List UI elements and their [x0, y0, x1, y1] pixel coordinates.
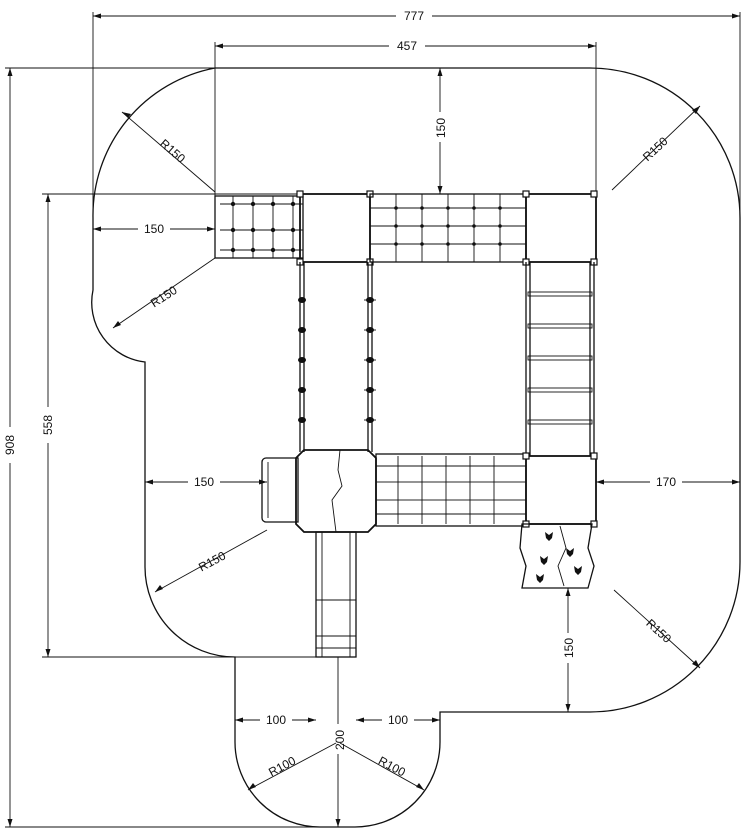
bottom-right-label: 150 — [562, 638, 576, 658]
climbing-wall — [519, 523, 595, 589]
safety-zone-outline — [91, 67, 741, 828]
radius-lower-left-label: R150 — [196, 548, 228, 574]
frame-width-label: 457 — [397, 39, 417, 53]
dimension-top-clearance: 150 — [432, 68, 448, 194]
radius-bottom-left: R100 — [247, 742, 337, 791]
slide-right-label: 100 — [388, 713, 408, 727]
dimension-bottom-right: 150 — [560, 588, 576, 712]
right-middle-label: 170 — [656, 475, 676, 489]
slide-platform — [261, 449, 377, 533]
dimension-left-middle: 150 — [145, 474, 267, 490]
ladder-left — [214, 195, 304, 259]
total-height-label: 908 — [3, 435, 17, 455]
dimension-slide-right: 100 — [356, 712, 440, 728]
dimension-slide-run: 200 — [331, 657, 347, 827]
radius-upper-left-inner: R150 — [112, 257, 216, 329]
slide-run-label: 200 — [333, 730, 347, 750]
pole-climber-middle — [364, 262, 376, 452]
dimension-total-height: 908 — [2, 67, 320, 828]
radius-top-left-label: R150 — [157, 136, 188, 166]
dimension-frame-width: 457 — [214, 37, 597, 200]
radius-bottom-right-label: R100 — [376, 754, 408, 780]
left-upper-label: 150 — [144, 222, 164, 236]
radius-lower-right: R150 — [613, 589, 701, 669]
radius-lower-right-label: R150 — [643, 616, 674, 646]
dimension-total-width: 777 — [92, 7, 741, 228]
dimension-frame-height: 558 — [40, 193, 352, 658]
frame-height-label: 558 — [41, 415, 55, 435]
radius-top-right: R150 — [611, 105, 701, 191]
pole-climber-left — [298, 262, 306, 452]
radius-bottom-right: R100 — [339, 742, 425, 791]
radius-top-left: R150 — [121, 111, 216, 193]
top-clearance-label: 150 — [434, 118, 448, 138]
dimension-right-middle: 170 — [596, 474, 740, 490]
slide-chute — [315, 531, 357, 658]
slide-left-label: 100 — [266, 713, 286, 727]
net-bridge-top — [369, 193, 527, 263]
radius-upper-left-inner-label: R150 — [148, 283, 180, 311]
platform-top-right — [522, 190, 598, 266]
radius-bottom-left-label: R100 — [266, 753, 298, 779]
dimension-slide-left: 100 — [235, 712, 316, 728]
net-bridge-bottom — [375, 453, 527, 527]
platform-bottom-right — [522, 452, 598, 528]
total-width-label: 777 — [404, 9, 424, 23]
ladder-right — [525, 262, 595, 456]
left-middle-label: 150 — [194, 475, 214, 489]
dimension-left-upper: 150 — [93, 221, 215, 237]
radius-lower-left: R150 — [154, 529, 268, 593]
platform-top-left — [296, 190, 374, 266]
